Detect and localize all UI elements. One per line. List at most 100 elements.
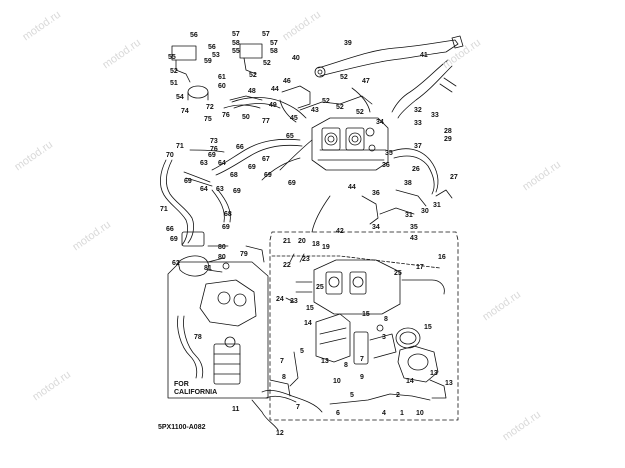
part-callout: 69 <box>233 188 241 195</box>
part-callout: 68 <box>230 172 238 179</box>
part-callout: 79 <box>240 251 248 258</box>
california-label-line1: FOR <box>174 381 189 388</box>
part-callout: 8 <box>282 374 286 381</box>
part-callout: 32 <box>414 107 422 114</box>
lower-left-valve <box>177 231 230 277</box>
part-callout: 44 <box>271 86 279 93</box>
sensor-harness <box>251 351 431 431</box>
right-fuel-lines <box>361 148 453 225</box>
part-callout: 43 <box>311 107 319 114</box>
part-callout: 52 <box>322 98 330 105</box>
california-label: FOR CALIFORNIA <box>174 381 217 397</box>
part-callout: 40 <box>292 55 300 62</box>
part-callout: 49 <box>269 102 277 109</box>
part-callout: 54 <box>176 94 184 101</box>
part-callout: 80 <box>218 254 226 261</box>
part-callout: 8 <box>384 316 388 323</box>
part-callout: 69 <box>184 178 192 185</box>
part-callout: 29 <box>444 136 452 143</box>
part-callout: 63 <box>200 160 208 167</box>
part-callout: 57 <box>262 31 270 38</box>
part-callout: 34 <box>376 119 384 126</box>
part-callout: 38 <box>404 180 412 187</box>
part-callout: 33 <box>431 112 439 119</box>
part-callout: 2 <box>396 392 400 399</box>
part-callout: 34 <box>372 224 380 231</box>
part-callout: 42 <box>336 228 344 235</box>
part-callout: 69 <box>248 164 256 171</box>
part-callout: 71 <box>160 206 168 213</box>
part-callout: 61 <box>218 74 226 81</box>
part-callout: 13 <box>321 358 329 365</box>
part-callout: 36 <box>382 162 390 169</box>
upper-left-sensor-bracket <box>171 43 263 109</box>
part-callout: 5 <box>300 348 304 355</box>
part-callout: 4 <box>382 410 386 417</box>
part-callout: 37 <box>414 143 422 150</box>
part-callout: 23 <box>302 256 310 263</box>
part-callout: 60 <box>218 83 226 90</box>
part-callout: 35 <box>385 150 393 157</box>
part-callout: 8 <box>344 362 348 369</box>
part-callout: 45 <box>290 115 298 122</box>
part-callout: 64 <box>200 186 208 193</box>
part-callout: 69 <box>288 180 296 187</box>
throttle-body-upper <box>279 95 389 171</box>
part-callout: 19 <box>322 244 330 251</box>
part-callout: 31 <box>433 202 441 209</box>
part-callout: 81 <box>204 265 212 272</box>
drawing-code: 5PX1100-A082 <box>158 424 206 431</box>
right-upper-hose <box>391 59 457 119</box>
part-callout: 69 <box>222 224 230 231</box>
part-callout: 73 <box>210 138 218 145</box>
part-callout: 39 <box>344 40 352 47</box>
long-vacuum-hose <box>314 35 464 78</box>
part-callout: 18 <box>312 241 320 248</box>
throttle-body-lower <box>285 253 445 315</box>
part-callout: 22 <box>283 262 291 269</box>
left-hose-routing <box>160 138 303 246</box>
part-callout: 75 <box>204 116 212 123</box>
part-callout: 72 <box>206 104 214 111</box>
part-callout: 5 <box>350 392 354 399</box>
part-callout: 52 <box>340 74 348 81</box>
part-callout: 7 <box>360 356 364 363</box>
part-callout: 77 <box>262 118 270 125</box>
part-callout: 64 <box>218 160 226 167</box>
part-callout: 31 <box>405 212 413 219</box>
part-callout: 25 <box>316 284 324 291</box>
part-callout: 25 <box>394 270 402 277</box>
part-callout: 15 <box>424 324 432 331</box>
part-callout: 24 <box>276 296 284 303</box>
part-callout: 52 <box>356 109 364 116</box>
part-callout: 47 <box>362 78 370 85</box>
part-callout: 23 <box>290 298 298 305</box>
part-callout: 17 <box>416 264 424 271</box>
part-callout: 35 <box>410 224 418 231</box>
part-callout: 52 <box>170 68 178 75</box>
part-callout: 9 <box>360 374 364 381</box>
part-callout: 69 <box>208 152 216 159</box>
part-callout: 52 <box>336 104 344 111</box>
part-callout: 65 <box>286 133 294 140</box>
part-callout: 12 <box>276 430 284 437</box>
part-callout: 76 <box>210 146 218 153</box>
part-callout: 56 <box>208 44 216 51</box>
part-callout: 7 <box>296 404 300 411</box>
part-callout: 69 <box>170 236 178 243</box>
part-callout: 48 <box>248 88 256 95</box>
part-callout: 59 <box>204 58 212 65</box>
part-callout: 69 <box>264 172 272 179</box>
part-callout: 10 <box>333 378 341 385</box>
part-callout: 57 <box>232 31 240 38</box>
intake-joints <box>395 327 447 399</box>
part-callout: 66 <box>236 144 244 151</box>
right-detail-inset <box>269 195 459 421</box>
part-callout: 3 <box>382 334 386 341</box>
center-hoses <box>231 85 371 119</box>
part-callout: 14 <box>406 378 414 385</box>
part-callout: 33 <box>414 120 422 127</box>
part-callout: 10 <box>416 410 424 417</box>
part-callout: 16 <box>438 254 446 261</box>
part-callout: 62 <box>172 260 180 267</box>
